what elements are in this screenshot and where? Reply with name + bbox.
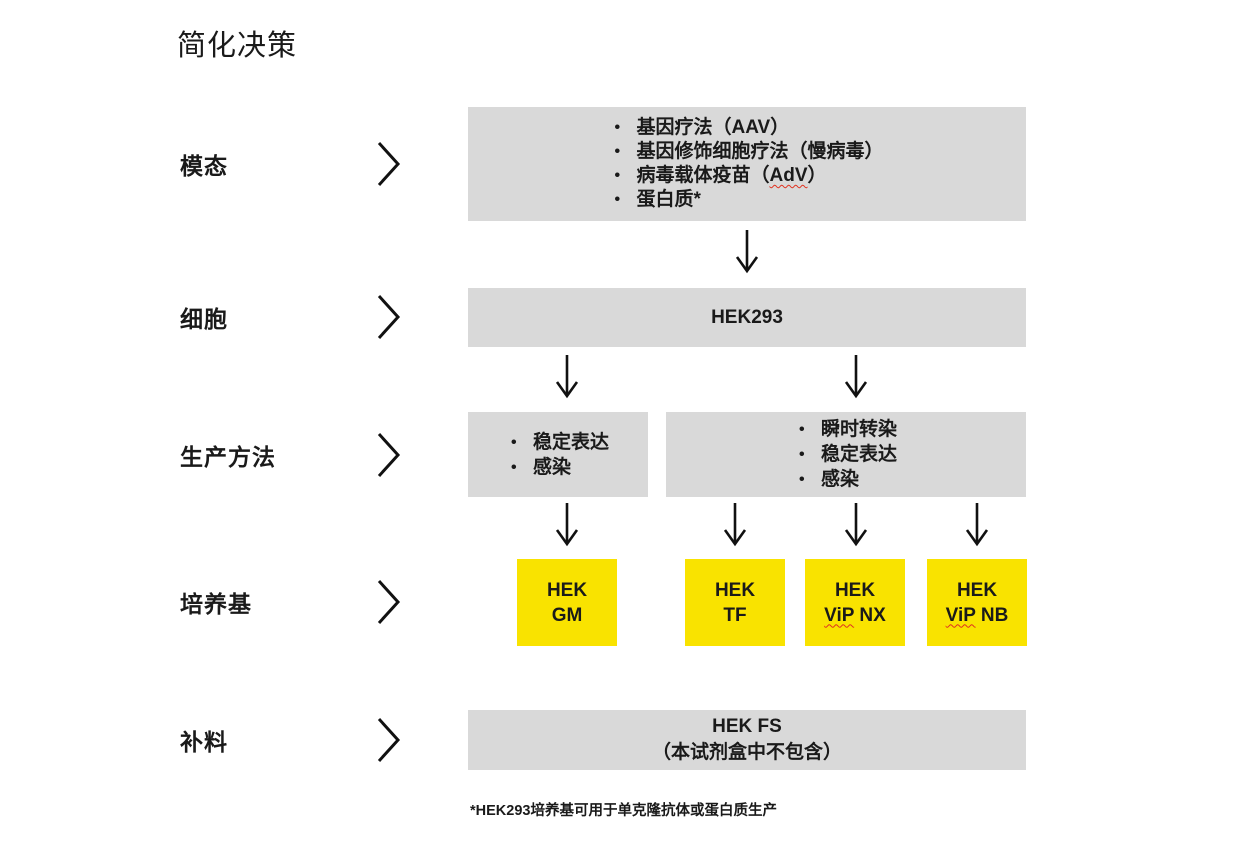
down-arrow-icon xyxy=(734,228,760,274)
feed-box: HEK FS （本试剂盒中不包含） xyxy=(468,710,1026,770)
production-right-box: 瞬时转染 稳定表达 感染 xyxy=(666,412,1026,497)
down-arrow-icon xyxy=(554,353,580,399)
chevron-right-icon xyxy=(376,140,402,188)
bullet-item: 基因疗法（AAV） xyxy=(610,116,883,140)
row-label-modality: 模态 xyxy=(180,153,228,179)
chevron-right-icon xyxy=(376,431,402,479)
production-left-box: 稳定表达 感染 xyxy=(468,412,648,497)
feed-box-line2: （本试剂盒中不包含） xyxy=(651,742,842,763)
row-label-feed: 补料 xyxy=(180,729,228,755)
chevron-right-icon xyxy=(376,716,402,764)
footnote: *HEK293培养基可用于单克隆抗体或蛋白质生产 xyxy=(470,803,777,819)
row-label-medium: 培养基 xyxy=(180,591,252,617)
bullet-item: 蛋白质* xyxy=(610,188,883,212)
bullet-item: 基因修饰细胞疗法（慢病毒） xyxy=(610,140,883,164)
bullet-item: 感染 xyxy=(507,455,609,480)
media-box-hek-tf: HEK TF xyxy=(685,559,785,646)
media-box-hek-gm: HEK GM xyxy=(517,559,617,646)
down-arrow-icon xyxy=(843,353,869,399)
cell-box-label: HEK293 xyxy=(711,306,783,328)
production-right-bullet-list: 瞬时转染 稳定表达 感染 xyxy=(795,417,897,492)
bullet-item: 稳定表达 xyxy=(795,442,897,467)
chevron-right-icon xyxy=(376,578,402,626)
down-arrow-icon xyxy=(964,501,990,547)
feed-box-line1: HEK FS xyxy=(712,716,782,737)
down-arrow-icon xyxy=(554,501,580,547)
bullet-item: 稳定表达 xyxy=(507,430,609,455)
page-title: 简化决策 xyxy=(177,30,298,62)
production-left-bullet-list: 稳定表达 感染 xyxy=(507,430,609,480)
down-arrow-icon xyxy=(843,501,869,547)
bullet-item: 病毒载体疫苗（AdV） xyxy=(610,164,883,188)
cell-box: HEK293 xyxy=(468,288,1026,347)
row-label-cells: 细胞 xyxy=(180,306,228,332)
bullet-item: 感染 xyxy=(795,467,897,492)
spellcheck-underlined-text: AdV xyxy=(769,165,808,186)
spellcheck-underlined-text: ViP xyxy=(824,604,855,626)
chevron-right-icon xyxy=(376,293,402,341)
spellcheck-underlined-text: ViP xyxy=(945,604,976,626)
media-box-hek-vip-nx: HEK ViP NX xyxy=(805,559,905,646)
media-box-hek-vip-nb: HEK ViP NB xyxy=(927,559,1027,646)
down-arrow-icon xyxy=(722,501,748,547)
modality-box: 基因疗法（AAV） 基因修饰细胞疗法（慢病毒） 病毒载体疫苗（AdV） 蛋白质* xyxy=(468,107,1026,221)
bullet-item: 瞬时转染 xyxy=(795,417,897,442)
row-label-production-method: 生产方法 xyxy=(180,444,276,470)
modality-bullet-list: 基因疗法（AAV） 基因修饰细胞疗法（慢病毒） 病毒载体疫苗（AdV） 蛋白质* xyxy=(610,116,883,212)
